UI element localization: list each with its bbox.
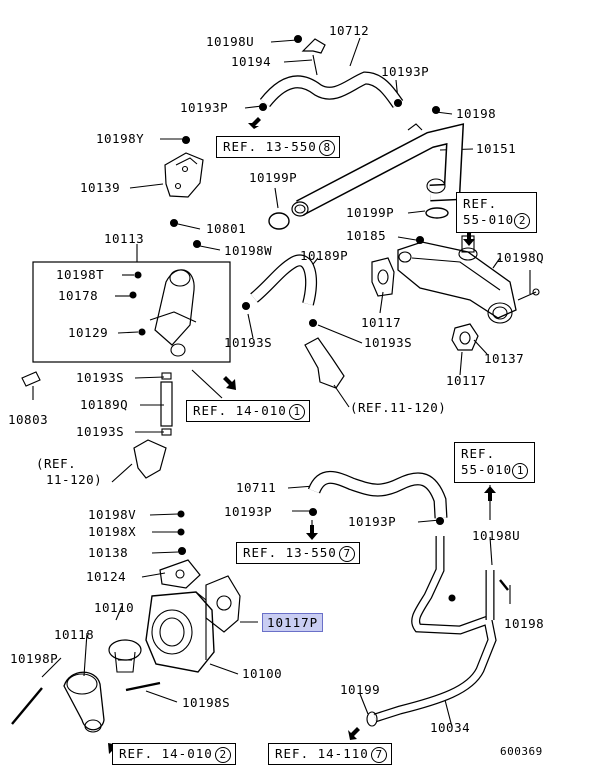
label-10193S-a[interactable]: 10193S	[224, 335, 273, 350]
ref-11-120-a[interactable]: (REF.11-120)	[350, 400, 447, 415]
label-10198S[interactable]: 10198S	[182, 695, 231, 710]
label-10199[interactable]: 10199	[340, 682, 381, 697]
label-10193P-b[interactable]: 10193P	[180, 100, 229, 115]
label-10194[interactable]: 10194	[231, 54, 272, 69]
label-10801[interactable]: 10801	[206, 221, 247, 236]
ref-circle-num: 1	[288, 404, 305, 420]
label-10198P[interactable]: 10198P	[10, 651, 59, 666]
label-10198W[interactable]: 10198W	[224, 243, 273, 258]
label-10034[interactable]: 10034	[430, 720, 471, 735]
label-10129[interactable]: 10129	[68, 325, 109, 340]
ref-text: REF. 13-550	[243, 545, 337, 560]
label-10198-a[interactable]: 10198	[456, 106, 497, 121]
leader-line	[270, 39, 298, 43]
label-10198V[interactable]: 10198V	[88, 507, 137, 522]
label-10198U-top[interactable]: 10198U	[206, 34, 255, 49]
label-10138[interactable]: 10138	[88, 545, 129, 560]
label-10193S-b[interactable]: 10193S	[364, 335, 413, 350]
label-10118[interactable]: 10118	[54, 627, 95, 642]
ref-line2: 55-010	[463, 212, 515, 227]
label-10117P-highlighted[interactable]: 10117P	[262, 613, 324, 632]
ref-circle-num: 8	[318, 140, 335, 156]
label-10117-a[interactable]: 10117	[361, 315, 402, 330]
ref-circle-num: 7	[370, 747, 387, 763]
label-10803[interactable]: 10803	[8, 412, 49, 427]
ref-line1: REF.	[463, 196, 498, 211]
label-10712[interactable]: 10712	[329, 23, 370, 38]
label-10193P-a[interactable]: 10193P	[381, 64, 430, 79]
ref-circle-num: 2	[214, 747, 231, 763]
label-10199P-a[interactable]: 10199P	[249, 170, 298, 185]
label-10193S-d[interactable]: 10193S	[76, 424, 125, 439]
label-10137[interactable]: 10137	[484, 351, 525, 366]
ref-line2: 55-010	[461, 462, 513, 477]
label-10100[interactable]: 10100	[242, 666, 283, 681]
ref-circle-num: 1	[512, 463, 529, 479]
label-10193P-d[interactable]: 10193P	[348, 514, 397, 529]
label-10124[interactable]: 10124	[86, 569, 127, 584]
label-10199P-b[interactable]: 10199P	[346, 205, 395, 220]
label-10198X[interactable]: 10198X	[88, 524, 137, 539]
label-10198Y[interactable]: 10198Y	[96, 131, 145, 146]
label-10198T[interactable]: 10198T	[56, 267, 105, 282]
diagram-id: 600369	[500, 745, 543, 758]
label-10178[interactable]: 10178	[58, 288, 99, 303]
ref-circle-num: 7	[338, 546, 355, 562]
ref-circle-num: 2	[514, 213, 531, 229]
label-10110[interactable]: 10110	[94, 600, 135, 615]
ref-text: REF. 13-550	[223, 139, 317, 154]
label-10198-b[interactable]: 10198	[504, 616, 545, 631]
label-10185[interactable]: 10185	[346, 228, 387, 243]
ref-text: REF. 14-010	[119, 746, 213, 761]
label-10113[interactable]: 10113	[104, 231, 145, 246]
label-10189Q[interactable]: 10189Q	[80, 397, 129, 412]
label-10193S-c[interactable]: 10193S	[76, 370, 125, 385]
ref-11-120-b-line1[interactable]: (REF.	[36, 456, 77, 471]
label-10198Q[interactable]: 10198Q	[496, 250, 545, 265]
label-10139[interactable]: 10139	[80, 180, 121, 195]
ref-line1: REF.	[461, 446, 496, 461]
ref-text: REF. 14-010	[193, 403, 287, 418]
label-10198U-b[interactable]: 10198U	[472, 528, 521, 543]
label-10711[interactable]: 10711	[236, 480, 277, 495]
ref-text: REF. 14-110	[275, 746, 369, 761]
label-10193P-c[interactable]: 10193P	[224, 504, 273, 519]
label-10117-b[interactable]: 10117	[446, 373, 487, 388]
ref-11-120-b-line2[interactable]: 11-120)	[46, 472, 103, 487]
label-10151[interactable]: 10151	[476, 141, 517, 156]
label-10189P[interactable]: 10189P	[300, 248, 349, 263]
